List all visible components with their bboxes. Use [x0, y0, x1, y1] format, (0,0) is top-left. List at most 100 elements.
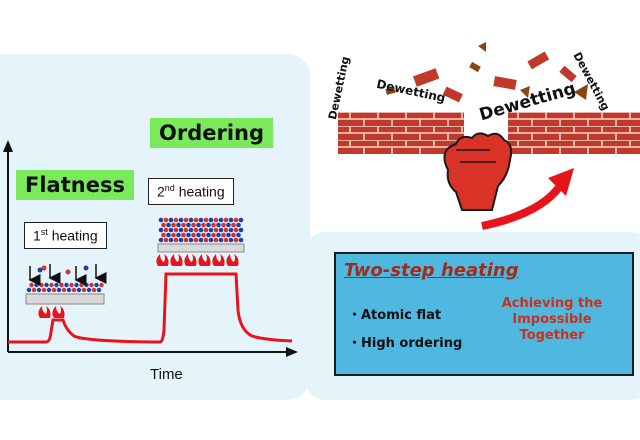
- surface-atom: [56, 287, 62, 293]
- ordered-atom-stack: [157, 217, 245, 253]
- second-heating-text: heating: [174, 183, 225, 200]
- surface-atom: [31, 287, 37, 293]
- surface-atom: [74, 282, 79, 288]
- ordered-atom: [171, 232, 176, 238]
- ordered-atom: [168, 227, 174, 233]
- ordered-atom: [233, 227, 239, 233]
- bullet-atomic-flat: ・Atomic flat: [348, 308, 442, 323]
- ordered-atom: [221, 222, 226, 228]
- ordered-atom: [198, 227, 204, 233]
- surface-atom: [49, 282, 54, 288]
- ordered-atom: [161, 232, 166, 238]
- surface-atom: [69, 282, 74, 288]
- ordered-atom: [193, 217, 199, 223]
- ordered-atom: [238, 217, 244, 223]
- ordered-atom: [181, 222, 186, 228]
- ordered-atom: [216, 232, 221, 238]
- surface-atom: [59, 282, 64, 288]
- deposition-arrows: [28, 264, 107, 286]
- flame-icon: [212, 254, 225, 266]
- ordered-atom: [231, 222, 236, 228]
- surface-atom: [66, 287, 72, 293]
- ordered-atom: [171, 222, 176, 228]
- ordered-atom: [233, 237, 239, 243]
- info-title: Two-step heating: [344, 260, 519, 281]
- ordered-atom: [186, 222, 191, 228]
- ordered-atom: [181, 232, 186, 238]
- ordered-atom: [208, 217, 214, 223]
- ordered-atom: [228, 217, 234, 223]
- surface-atom: [86, 287, 92, 293]
- surface-atom: [54, 282, 59, 288]
- ordered-atom: [203, 227, 209, 233]
- surface-atom: [99, 282, 104, 288]
- ordered-atom: [166, 232, 171, 238]
- ordered-atom: [178, 227, 184, 233]
- ordered-atom: [223, 237, 229, 243]
- info-box: Two-step heating ・Atomic flat ・High orde…: [334, 252, 634, 376]
- x-axis-label: Time: [150, 366, 183, 383]
- ordered-atom: [238, 237, 244, 243]
- surface-atom: [91, 287, 97, 293]
- flame-icon: [156, 254, 169, 266]
- ordered-atom: [173, 217, 179, 223]
- flame-icon: [184, 254, 197, 266]
- surface-atom: [96, 287, 102, 293]
- surface-atom: [34, 282, 39, 288]
- surface-atom: [41, 287, 47, 293]
- burst-line-3: Together: [519, 328, 585, 343]
- surface-atom: [26, 287, 32, 293]
- ordered-atom: [218, 237, 224, 243]
- fist-icon: [443, 132, 513, 211]
- flame-icon: [170, 254, 183, 266]
- first-heating-sup: st: [40, 227, 48, 237]
- ordered-atom: [201, 232, 206, 238]
- first-heating-num: 1: [33, 227, 41, 244]
- ordered-atom: [233, 217, 239, 223]
- ordered-atom: [211, 222, 216, 228]
- brick-wall-left-icon: [338, 112, 464, 154]
- burst-text: Achieving the Impossible Together: [494, 296, 610, 344]
- burst-line-2: Impossible: [512, 312, 592, 327]
- surface-atom: [44, 282, 49, 288]
- ordered-atom: [196, 222, 201, 228]
- surface-atom: [29, 282, 34, 288]
- ordered-atom: [203, 237, 209, 243]
- bullet-high-ordering: ・High ordering: [348, 336, 463, 351]
- second-heating-num: 2: [157, 183, 165, 200]
- ordered-atom: [191, 232, 196, 238]
- ordered-atom: [218, 217, 224, 223]
- ordered-atom: [203, 217, 209, 223]
- ordered-atom: [176, 232, 181, 238]
- ordered-atom: [231, 232, 236, 238]
- brick-wall-right-icon: [508, 112, 640, 154]
- surface-atom: [76, 287, 82, 293]
- flame-icon: [226, 254, 239, 266]
- ordered-atom: [163, 237, 169, 243]
- ordered-atom: [183, 237, 189, 243]
- surface-atom: [84, 282, 89, 288]
- ordered-atom: [168, 237, 174, 243]
- ordered-atom: [198, 237, 204, 243]
- ordered-atom: [173, 237, 179, 243]
- ordered-atom: [193, 237, 199, 243]
- surface-atom: [36, 287, 42, 293]
- surface-atom: [61, 287, 67, 293]
- flatness-label: Flatness: [16, 170, 134, 200]
- flying-bricks-icon: [385, 42, 588, 103]
- ordered-atom: [178, 217, 184, 223]
- ordered-atom: [186, 232, 191, 238]
- ordered-atom: [206, 232, 211, 238]
- ordered-atom: [196, 232, 201, 238]
- ordered-atom: [188, 227, 194, 233]
- ordered-atom: [223, 217, 229, 223]
- flame-icon: [38, 306, 65, 318]
- ordered-atom: [183, 227, 189, 233]
- surface-atom: [39, 282, 44, 288]
- surface-atom: [46, 287, 52, 293]
- ordered-atom: [176, 222, 181, 228]
- ordered-atom: [208, 227, 214, 233]
- surface-atom: [79, 282, 84, 288]
- ordered-atom: [218, 227, 224, 233]
- ordered-atom: [166, 222, 171, 228]
